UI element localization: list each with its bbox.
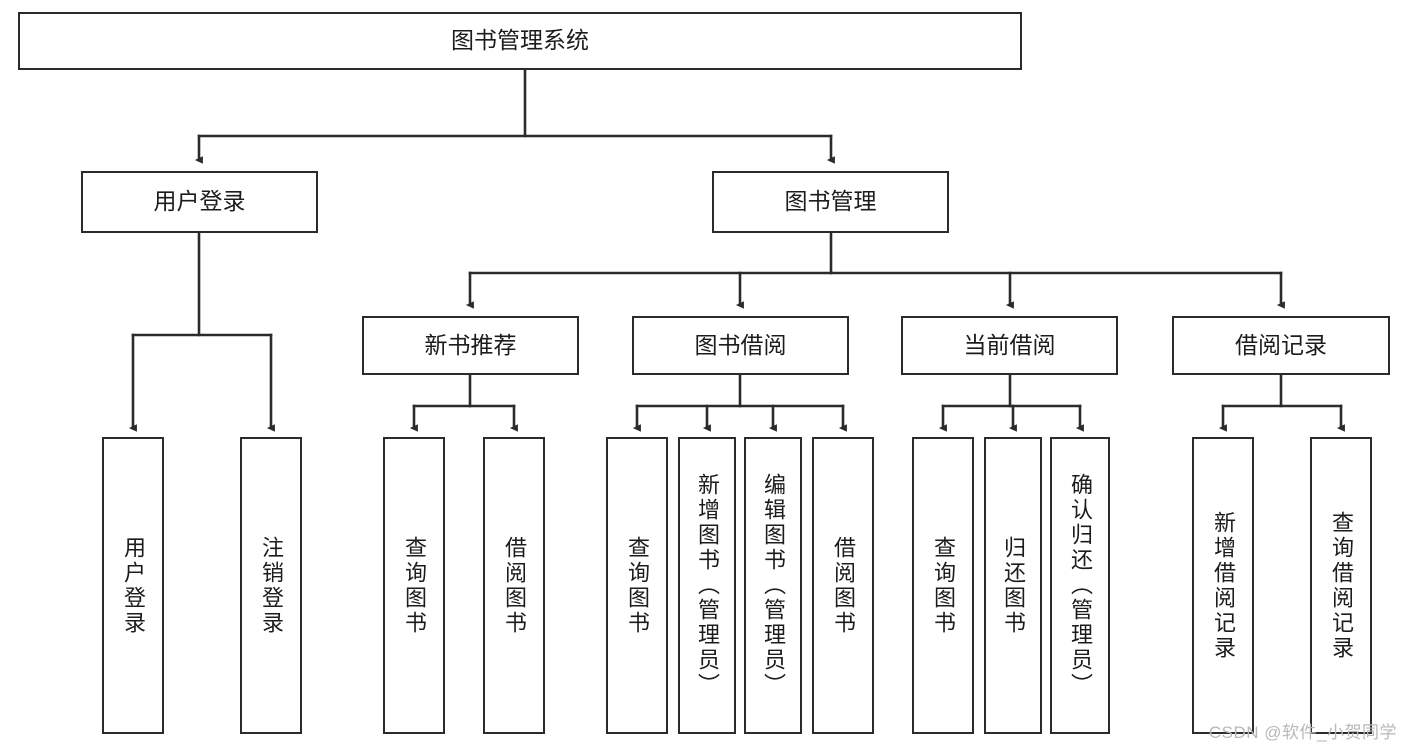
node-label: 借阅图书 bbox=[831, 535, 856, 636]
leaf-borrow-book[interactable]: 借阅图书 bbox=[812, 437, 874, 734]
node-label: 图书借阅 bbox=[694, 331, 787, 358]
node-label: 查询图书 bbox=[625, 535, 650, 636]
node-new-book-recommend[interactable]: 新书推荐 bbox=[362, 316, 579, 375]
node-label: 图书管理 bbox=[784, 188, 877, 215]
node-label: 注销登录 bbox=[259, 535, 284, 636]
leaf-user-login[interactable]: 用户登录 bbox=[102, 437, 164, 734]
node-label: 归还图书 bbox=[1001, 535, 1026, 636]
node-label: 查询图书 bbox=[402, 535, 427, 636]
leaf-borrow-book-recommend[interactable]: 借阅图书 bbox=[483, 437, 545, 734]
leaf-query-book-recommend[interactable]: 查询图书 bbox=[383, 437, 445, 734]
leaf-confirm-return[interactable]: 确认归还（管理员） bbox=[1050, 437, 1110, 734]
node-label: 新书推荐 bbox=[424, 331, 517, 358]
node-label: 借阅记录 bbox=[1235, 331, 1327, 358]
leaf-logout-login[interactable]: 注销登录 bbox=[240, 437, 302, 734]
leaf-query-book-current[interactable]: 查询图书 bbox=[912, 437, 974, 734]
leaf-add-book[interactable]: 新增图书（管理员） bbox=[678, 437, 736, 734]
leaf-query-borrow-record[interactable]: 查询借阅记录 bbox=[1310, 437, 1372, 734]
leaf-edit-book[interactable]: 编辑图书（管理员） bbox=[744, 437, 802, 734]
node-label: 用户登录 bbox=[121, 535, 146, 636]
leaf-return-book[interactable]: 归还图书 bbox=[984, 437, 1042, 734]
node-label: 新增借阅记录 bbox=[1211, 510, 1236, 661]
node-current-borrow[interactable]: 当前借阅 bbox=[901, 316, 1118, 375]
watermark-text: CSDN @软件_小贺同学 bbox=[1208, 723, 1397, 742]
node-root-system[interactable]: 图书管理系统 bbox=[18, 12, 1022, 70]
node-borrow-record[interactable]: 借阅记录 bbox=[1172, 316, 1390, 375]
node-label: 编辑图书（管理员） bbox=[761, 473, 786, 698]
node-label: 借阅图书 bbox=[502, 535, 527, 636]
node-label: 用户登录 bbox=[153, 188, 246, 215]
node-label: 查询借阅记录 bbox=[1329, 510, 1354, 661]
node-label: 确认归还（管理员） bbox=[1068, 473, 1093, 698]
node-label: 当前借阅 bbox=[963, 331, 1056, 358]
node-book-management[interactable]: 图书管理 bbox=[712, 171, 949, 233]
node-label: 查询图书 bbox=[931, 535, 956, 636]
leaf-add-borrow-record[interactable]: 新增借阅记录 bbox=[1192, 437, 1254, 734]
leaf-query-book-borrow[interactable]: 查询图书 bbox=[606, 437, 668, 734]
node-user-login[interactable]: 用户登录 bbox=[81, 171, 318, 233]
node-book-borrow[interactable]: 图书借阅 bbox=[632, 316, 849, 375]
node-label: 新增图书（管理员） bbox=[695, 473, 720, 698]
node-label: 图书管理系统 bbox=[451, 27, 589, 54]
